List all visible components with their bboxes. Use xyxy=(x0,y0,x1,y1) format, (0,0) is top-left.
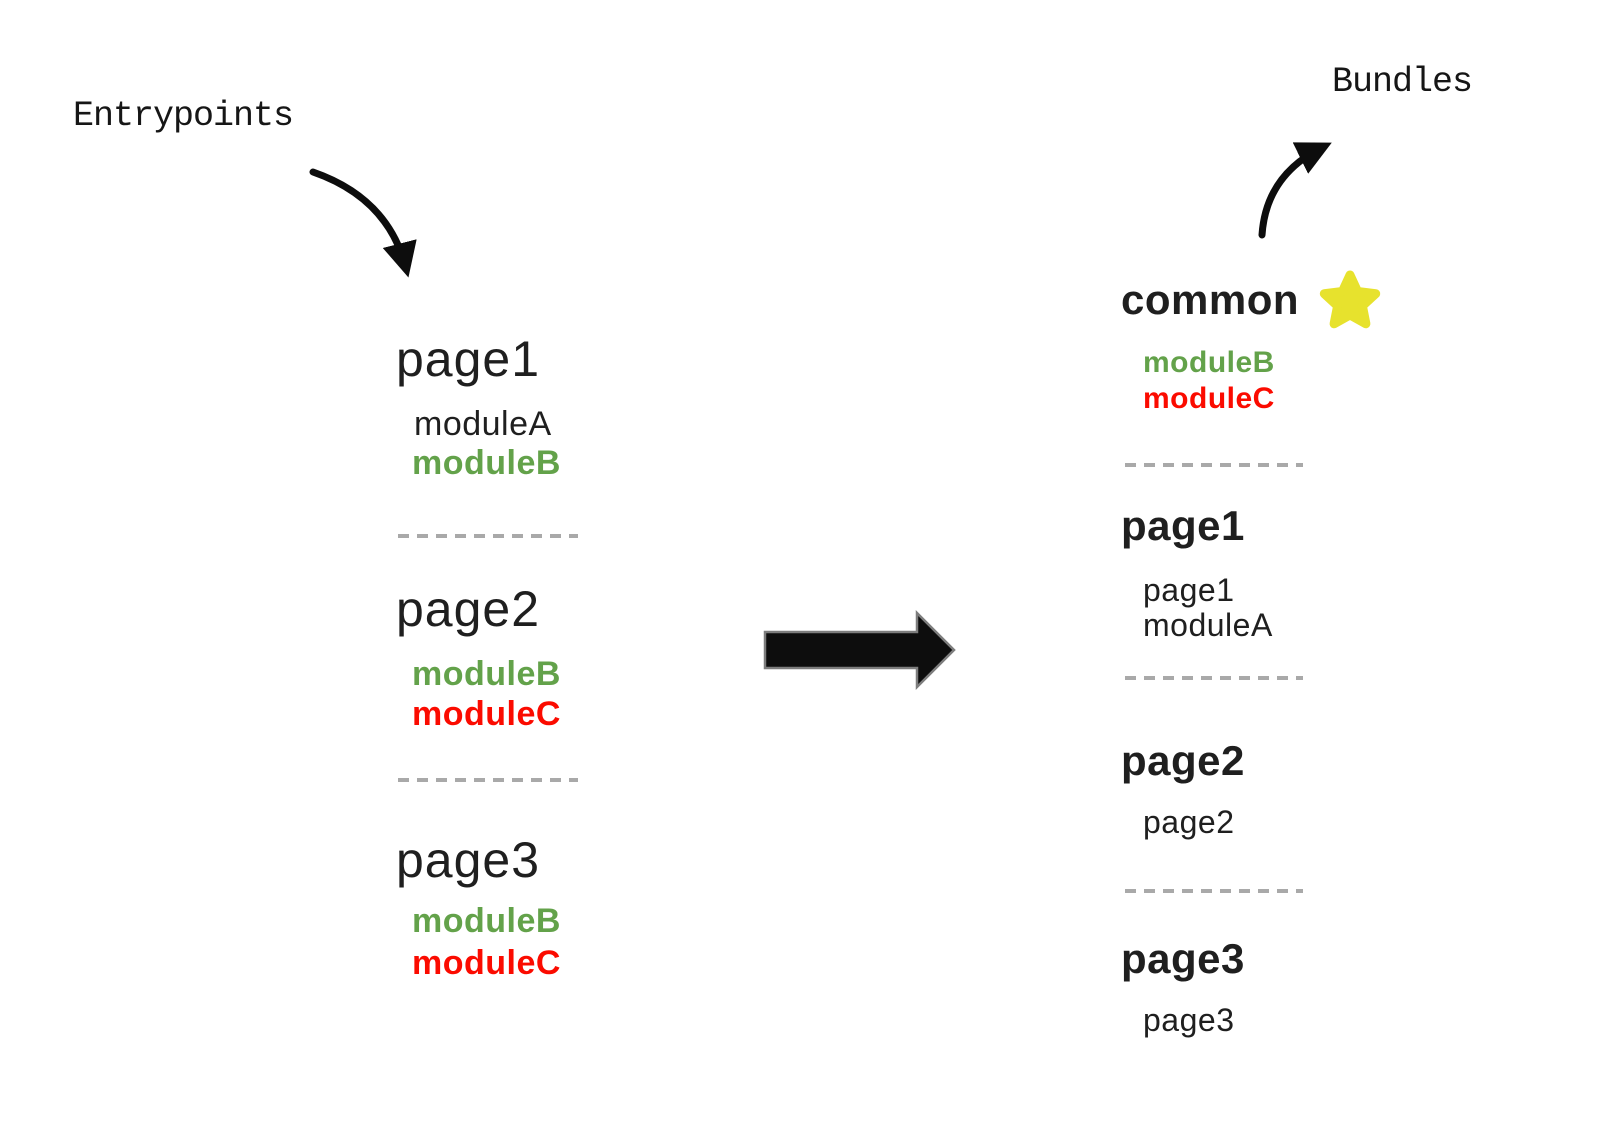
bundle-title: page1 xyxy=(1121,502,1245,549)
star-icon xyxy=(1319,270,1381,329)
entry-module: moduleB xyxy=(412,444,561,482)
entry-module: moduleB xyxy=(412,902,561,940)
entry-module: moduleA xyxy=(414,405,552,443)
entry-title: page1 xyxy=(396,331,541,387)
bundle-title: page2 xyxy=(1121,737,1245,784)
bundle-module: moduleC xyxy=(1143,382,1275,415)
entry-module: moduleC xyxy=(412,695,561,733)
dashed-divider xyxy=(398,778,578,782)
entry-title: page2 xyxy=(396,581,541,637)
curved-arrow-up-right-icon xyxy=(1258,142,1332,239)
bundle-module: moduleB xyxy=(1143,346,1275,379)
curved-arrow-down-right-icon xyxy=(309,168,417,278)
bundle-title: page3 xyxy=(1121,935,1245,982)
dashed-divider xyxy=(1125,889,1303,893)
entry-module: moduleC xyxy=(412,944,561,982)
bundle-module: moduleA xyxy=(1143,607,1273,643)
bundle-module: page3 xyxy=(1143,1002,1235,1038)
bundles-label: Bundles xyxy=(1332,62,1473,102)
dashed-divider xyxy=(1125,463,1303,467)
dashed-divider xyxy=(1125,676,1303,680)
entrypoints-label: Entrypoints xyxy=(73,96,294,136)
bundle-module: page1 xyxy=(1143,572,1235,608)
bundle-module: page2 xyxy=(1143,804,1235,840)
thick-right-arrow-icon xyxy=(763,609,956,691)
bundle-title: common xyxy=(1121,276,1300,323)
dashed-divider xyxy=(398,534,578,538)
entry-title: page3 xyxy=(396,832,541,888)
entry-module: moduleB xyxy=(412,655,561,693)
